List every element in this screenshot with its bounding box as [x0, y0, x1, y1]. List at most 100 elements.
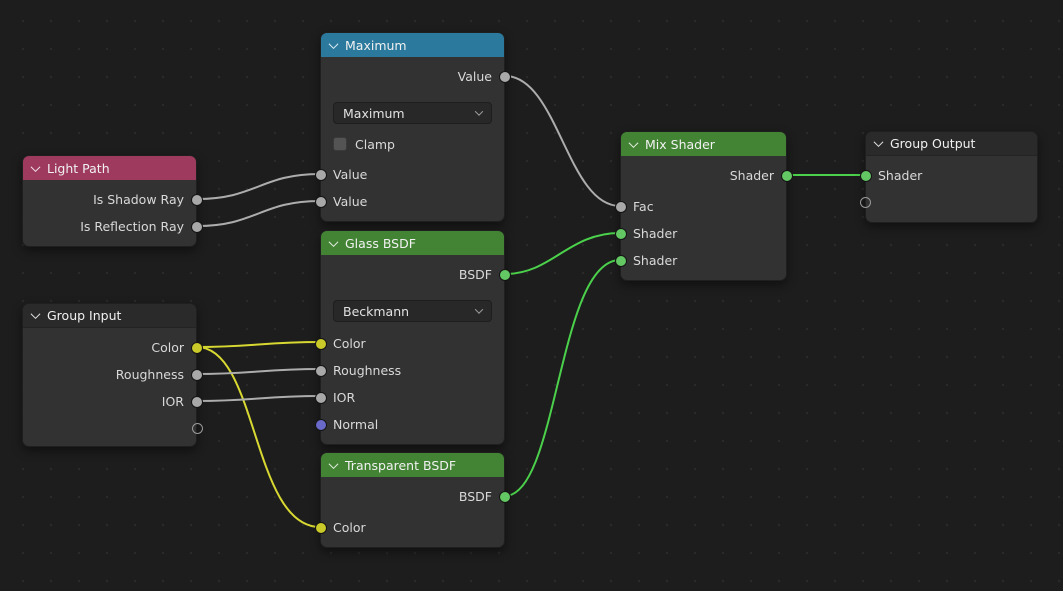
socket-out-virtual[interactable] — [191, 423, 203, 434]
socket-label: Roughness — [333, 363, 402, 378]
distribution-dropdown-value: Beckmann — [343, 303, 410, 319]
input-row: Shader — [614, 220, 786, 247]
clamp-checkbox[interactable] — [333, 137, 347, 151]
input-row: Roughness — [314, 357, 504, 384]
node-transparent-bsdf[interactable]: Transparent BSDF BSDF Color — [314, 452, 511, 548]
socket-in-value-2[interactable] — [314, 195, 327, 208]
input-row: IOR — [314, 384, 504, 411]
node-light-path[interactable]: Light Path Is Shadow Ray Is Reflection R… — [22, 155, 203, 247]
socket-in-ior[interactable] — [314, 391, 327, 404]
wire-max-value-to-mix-fac — [504, 75, 621, 207]
node-header-light-path[interactable]: Light Path — [23, 156, 196, 180]
socket-label: Shader — [633, 226, 678, 241]
socket-out-shader[interactable] — [780, 169, 793, 182]
wire-groupinput-color-to-glass-color — [196, 341, 321, 348]
socket-in-virtual[interactable] — [859, 197, 871, 208]
output-row: Is Shadow Ray — [23, 186, 203, 213]
node-group-input[interactable]: Group Input Color Roughness IOR — [22, 303, 203, 447]
wire-groupinput-roughness-to-glass-roughness — [196, 368, 321, 375]
socket-label: Normal — [333, 417, 379, 432]
input-row — [859, 189, 1037, 216]
socket-out-bsdf[interactable] — [498, 490, 511, 503]
socket-in-value-1[interactable] — [314, 168, 327, 181]
socket-in-color[interactable] — [314, 337, 327, 350]
socket-label: Shader — [729, 168, 774, 183]
input-row: Color — [314, 330, 504, 357]
wire-groupinput-color-to-transparent-color — [196, 346, 321, 528]
socket-out-roughness[interactable] — [190, 368, 203, 381]
socket-label: Value — [333, 167, 368, 182]
input-row: Value — [314, 161, 504, 188]
socket-out-value[interactable] — [498, 70, 511, 83]
socket-label: IOR — [161, 394, 184, 409]
socket-in-fac[interactable] — [614, 200, 627, 213]
node-group-output[interactable]: Group Output Shader — [859, 131, 1038, 223]
node-header-glass-bsdf[interactable]: Glass BSDF — [321, 231, 504, 255]
collapse-chevron-icon[interactable] — [328, 458, 339, 469]
output-row: IOR — [23, 388, 203, 415]
node-title: Light Path — [47, 160, 110, 176]
socket-in-color[interactable] — [314, 521, 327, 534]
collapse-chevron-icon[interactable] — [873, 137, 884, 148]
socket-label: Value — [333, 194, 368, 209]
operation-dropdown-value: Maximum — [343, 105, 405, 121]
socket-in-shader-2[interactable] — [614, 254, 627, 267]
socket-label: Shader — [878, 168, 923, 183]
node-header-transparent-bsdf[interactable]: Transparent BSDF — [321, 453, 504, 477]
node-title: Maximum — [345, 37, 407, 53]
wire-shadow-ray-to-max-value1 — [196, 173, 321, 200]
socket-label: Roughness — [115, 367, 184, 382]
wire-transparent-bsdf-to-mix-shader2 — [504, 259, 621, 497]
collapse-chevron-icon[interactable] — [328, 38, 339, 49]
socket-in-shader[interactable] — [859, 169, 872, 182]
socket-out-color[interactable] — [190, 341, 203, 354]
node-header-mix-shader[interactable]: Mix Shader — [621, 132, 786, 156]
output-row: Color — [23, 334, 203, 361]
input-row: Fac — [614, 193, 786, 220]
node-header-group-output[interactable]: Group Output — [866, 132, 1037, 156]
input-row: Color — [314, 514, 504, 541]
socket-label: Color — [151, 340, 184, 355]
socket-label: Color — [333, 520, 366, 535]
distribution-dropdown[interactable]: Beckmann — [333, 300, 492, 322]
dropdown-chevron-icon — [474, 107, 484, 116]
output-row: Is Reflection Ray — [23, 213, 203, 240]
collapse-chevron-icon[interactable] — [328, 236, 339, 247]
output-row: BSDF — [321, 261, 511, 288]
socket-out-bsdf[interactable] — [498, 268, 511, 281]
output-row: Roughness — [23, 361, 203, 388]
output-row: Value — [321, 63, 511, 90]
socket-label: Is Reflection Ray — [80, 219, 184, 234]
socket-in-normal[interactable] — [314, 418, 327, 431]
socket-label: Value — [457, 69, 492, 84]
clamp-option: Clamp — [333, 135, 492, 153]
output-row — [23, 415, 203, 442]
node-title: Transparent BSDF — [345, 457, 457, 473]
collapse-chevron-icon[interactable] — [30, 309, 41, 320]
node-header-maximum[interactable]: Maximum — [321, 33, 504, 57]
node-mix-shader[interactable]: Mix Shader Shader Fac Shader Shader — [614, 131, 793, 281]
collapse-chevron-icon[interactable] — [30, 161, 41, 172]
socket-in-roughness[interactable] — [314, 364, 327, 377]
node-title: Group Input — [47, 308, 122, 323]
clamp-label: Clamp — [355, 136, 395, 152]
wire-groupinput-ior-to-glass-ior — [196, 395, 321, 402]
socket-label: Shader — [633, 253, 678, 268]
socket-in-shader-1[interactable] — [614, 227, 627, 240]
input-row: Value — [314, 188, 504, 215]
node-title: Mix Shader — [645, 136, 715, 152]
socket-out-ior[interactable] — [190, 395, 203, 408]
operation-dropdown[interactable]: Maximum — [333, 102, 492, 124]
collapse-chevron-icon[interactable] — [628, 137, 639, 148]
output-row: Shader — [621, 162, 793, 189]
node-header-group-input[interactable]: Group Input — [23, 304, 196, 328]
input-row: Shader — [614, 247, 786, 274]
wire-reflection-ray-to-max-value2 — [196, 200, 321, 227]
node-maximum[interactable]: Maximum Value Maximum Clamp Value — [314, 32, 511, 222]
node-glass-bsdf[interactable]: Glass BSDF BSDF Beckmann Color Roughness — [314, 230, 511, 445]
socket-out-is-shadow-ray[interactable] — [190, 193, 203, 206]
socket-out-is-reflection-ray[interactable] — [190, 220, 203, 233]
input-row: Normal — [314, 411, 504, 438]
